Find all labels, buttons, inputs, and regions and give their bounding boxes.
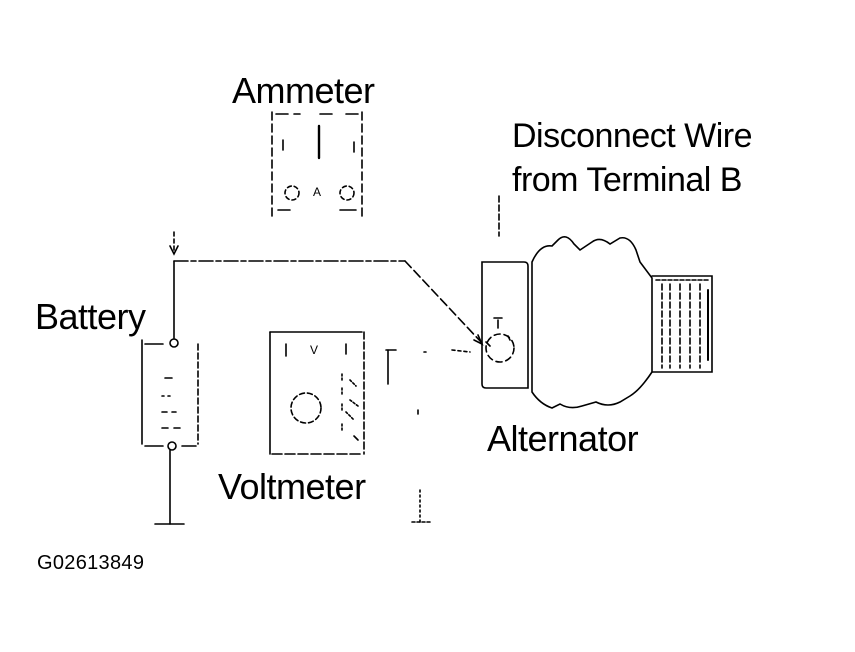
battery-body — [141, 338, 199, 525]
disconnect-wire-label: Disconnect Wire from Terminal B — [512, 114, 753, 202]
voltmeter-body — [269, 331, 365, 455]
ammeter-symbol: A — [313, 185, 321, 199]
voltmeter-lead — [385, 349, 471, 523]
ammeter-label: Ammeter — [232, 70, 375, 111]
alternator-label: Alternator — [487, 418, 639, 459]
disconnect-label-line2: from Terminal B — [512, 161, 742, 199]
battery-label: Battery — [35, 296, 146, 337]
voltmeter-symbol: V — [310, 343, 318, 357]
ammeter-body — [271, 111, 363, 217]
disconnect-label-line1: Disconnect Wire — [512, 117, 753, 155]
alternator-body — [481, 236, 713, 409]
figure-id: G02613849 — [37, 552, 145, 574]
terminal-b-wire — [169, 231, 484, 346]
voltmeter-label: Voltmeter — [218, 466, 366, 507]
